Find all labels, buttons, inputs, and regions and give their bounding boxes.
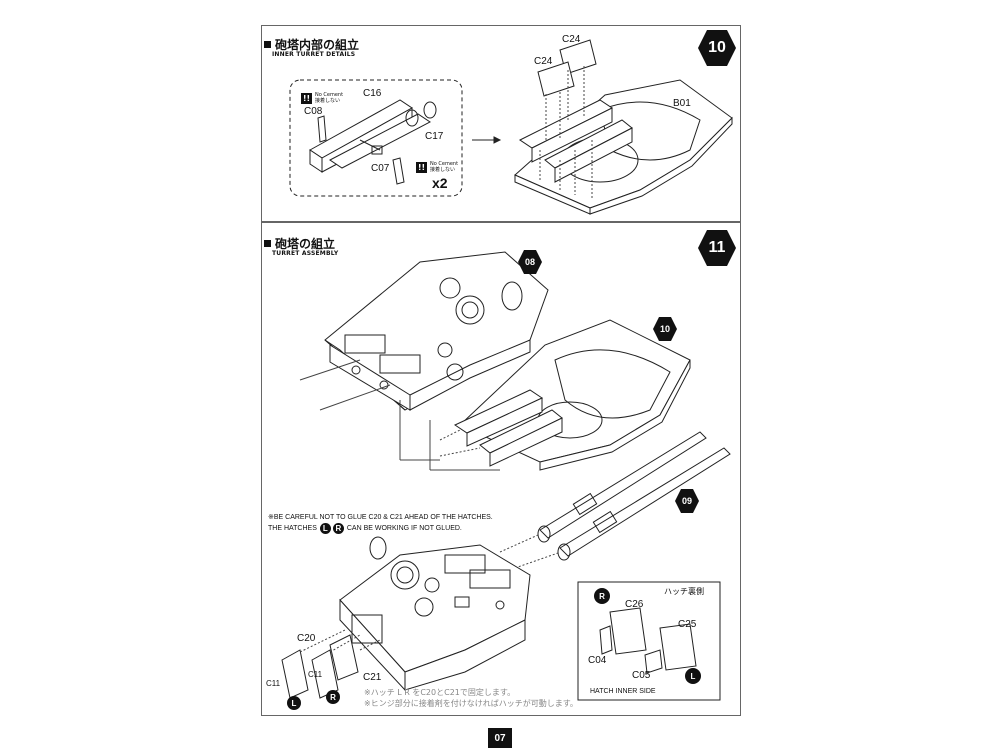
label-c16: C16 — [363, 88, 382, 99]
step-11-title-en: TURRET ASSEMBLY — [272, 250, 339, 257]
hatch-l-badge-bottom: L — [287, 696, 301, 710]
inset-l-badge: L — [685, 668, 701, 684]
step-10-title-jp-text: 砲塔内部の組立 — [275, 38, 360, 52]
glue-caution-line2b: CAN BE WORKING IF NOT GLUED. — [346, 524, 462, 532]
hexagon-icon — [653, 317, 677, 341]
step-10-number: 10 — [708, 39, 726, 56]
ref-10-number: 10 — [659, 324, 670, 334]
no-cement-icon: !! — [301, 92, 312, 104]
glue-caution-line2a: THE HATCHES — [268, 524, 317, 532]
jp-note: ※ハッチ L R をC20とC21で固定します。 ※ヒンジ部分に接着剤を付けなけ… — [364, 687, 578, 709]
no-cement-icon: !! — [416, 161, 427, 173]
hatch-inner-drawing — [599, 607, 697, 674]
hexagon-icon — [675, 489, 699, 513]
label-c07: C07 — [371, 163, 390, 174]
page-number: 07 — [488, 728, 512, 748]
ref-09-number: 09 — [681, 496, 692, 506]
gun-mount-c16-c17 — [309, 99, 437, 173]
hatch-parts-c11 — [281, 634, 359, 699]
ref-08-number: 08 — [524, 257, 535, 267]
glue-caution-note: ※BE CAREFUL NOT TO GLUE C20 & C21 AHEAD … — [268, 513, 493, 534]
label-c08: C08 — [304, 106, 323, 117]
bullet-square-icon — [264, 41, 271, 48]
hexagon-icon — [698, 30, 736, 66]
gun-barrels-09 — [537, 431, 731, 561]
step-11-title-jp-text: 砲塔の組立 — [275, 237, 336, 251]
inset-label-c04: C04 — [588, 655, 607, 666]
turret-floor-assembly — [453, 319, 691, 471]
glue-caution-line1: ※BE CAREFUL NOT TO GLUE C20 & C21 AHEAD … — [268, 514, 493, 521]
step-11-number: 11 — [708, 239, 726, 256]
step-10-title-jp: 砲塔内部の組立 — [264, 36, 359, 53]
label-c11-b: C11 — [308, 670, 323, 679]
turret-floor-b01 — [514, 39, 733, 215]
turret-upper-hull — [324, 251, 549, 411]
ref-step-08: 08 — [517, 249, 543, 275]
jp-note-line2: ※ヒンジ部分に接着剤を付けなければハッチが可動します。 — [364, 699, 578, 708]
inset-label-c25: C25 — [678, 619, 697, 630]
part-c07 — [392, 157, 405, 185]
label-c11-a: C11 — [266, 679, 281, 688]
turret-completed — [339, 536, 531, 692]
hatch-l-badge: L — [319, 523, 331, 534]
no-cement-warning-top: !! No Cement 接着しない — [301, 92, 343, 104]
inset-r-badge: R — [594, 588, 610, 604]
step-11-number-badge: 11 — [697, 228, 737, 268]
part-c08 — [317, 115, 327, 143]
no-cement-en: No Cement — [430, 161, 459, 167]
label-c24-top: C24 — [562, 34, 581, 45]
no-cement-en: No Cement — [315, 92, 344, 98]
step-10-number-badge: 10 — [697, 28, 737, 68]
ref-step-10: 10 — [652, 316, 678, 342]
no-cement-jp: 接着しない — [430, 167, 456, 173]
label-c17: C17 — [425, 131, 444, 142]
no-cement-jp: 接着しない — [315, 98, 341, 104]
hexagon-icon — [518, 250, 542, 274]
hatch-r-badge-bottom: R — [326, 690, 340, 704]
multiplier-x2: x2 — [432, 175, 448, 191]
label-c24-left: C24 — [534, 56, 553, 67]
jp-note-line1: ※ハッチ L R をC20とC21で固定します。 — [364, 688, 516, 697]
bullet-square-icon — [264, 240, 271, 247]
ref-step-09: 09 — [674, 488, 700, 514]
label-c20: C20 — [297, 633, 316, 644]
inset-label-c26: C26 — [625, 599, 644, 610]
label-b01: B01 — [673, 98, 691, 109]
inset-label-c05: C05 — [632, 670, 651, 681]
no-cement-warning-bottom: !! No Cement 接着しない — [416, 161, 458, 173]
inset-title-jp: ハッチ裏側 — [664, 587, 704, 596]
gun-mounts-installed — [519, 99, 633, 183]
label-c21: C21 — [363, 672, 382, 683]
hatch-r-badge: R — [332, 523, 344, 534]
inset-caption: HATCH INNER SIDE — [590, 688, 656, 695]
hexagon-icon — [698, 230, 736, 266]
step-10-title-en: INNER TURRET DETAILS — [272, 51, 356, 58]
step-11-title-jp: 砲塔の組立 — [264, 235, 335, 252]
